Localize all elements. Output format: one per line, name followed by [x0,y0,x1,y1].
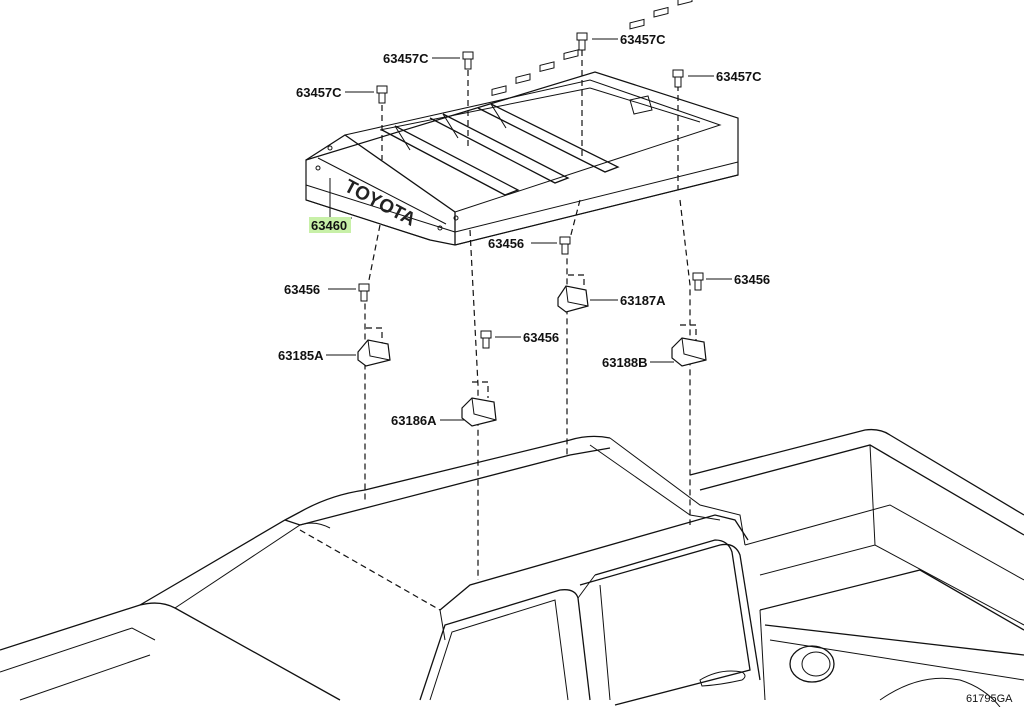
label-63456-upper[interactable]: 63456 [488,236,524,251]
screw-icon [692,272,704,291]
label-63457c-top[interactable]: 63457C [620,32,666,47]
label-63187a[interactable]: 63187A [620,293,666,308]
screw-icon [358,283,370,302]
label-63457c-right[interactable]: 63457C [716,69,762,84]
bracket-63188b [671,324,707,367]
label-63185a[interactable]: 63185A [278,348,324,363]
label-63457c-front[interactable]: 63457C [383,51,429,66]
screw-icon [559,236,571,255]
figure-reference: 61795GA [966,693,1013,705]
bolt-icon [576,32,588,51]
bolt-icon [672,69,684,88]
label-63186a[interactable]: 63186A [391,413,437,428]
screw-icon [480,330,492,349]
label-63456-center[interactable]: 63456 [523,330,559,345]
highlight-box [309,217,351,233]
truck-illustration [0,428,1024,707]
bolt-icon [376,85,388,104]
roof-rack-illustration [305,0,739,246]
bracket-63186a [461,381,497,427]
bracket-63187a [557,274,589,313]
label-63457c-left[interactable]: 63457C [296,85,342,100]
label-63456-right[interactable]: 63456 [734,272,770,287]
label-63188b[interactable]: 63188B [602,355,648,370]
label-63456-left[interactable]: 63456 [284,282,320,297]
bracket-63185a [357,327,391,367]
bolt-icon [462,51,474,70]
label-63460[interactable]: 63460 [311,218,347,233]
